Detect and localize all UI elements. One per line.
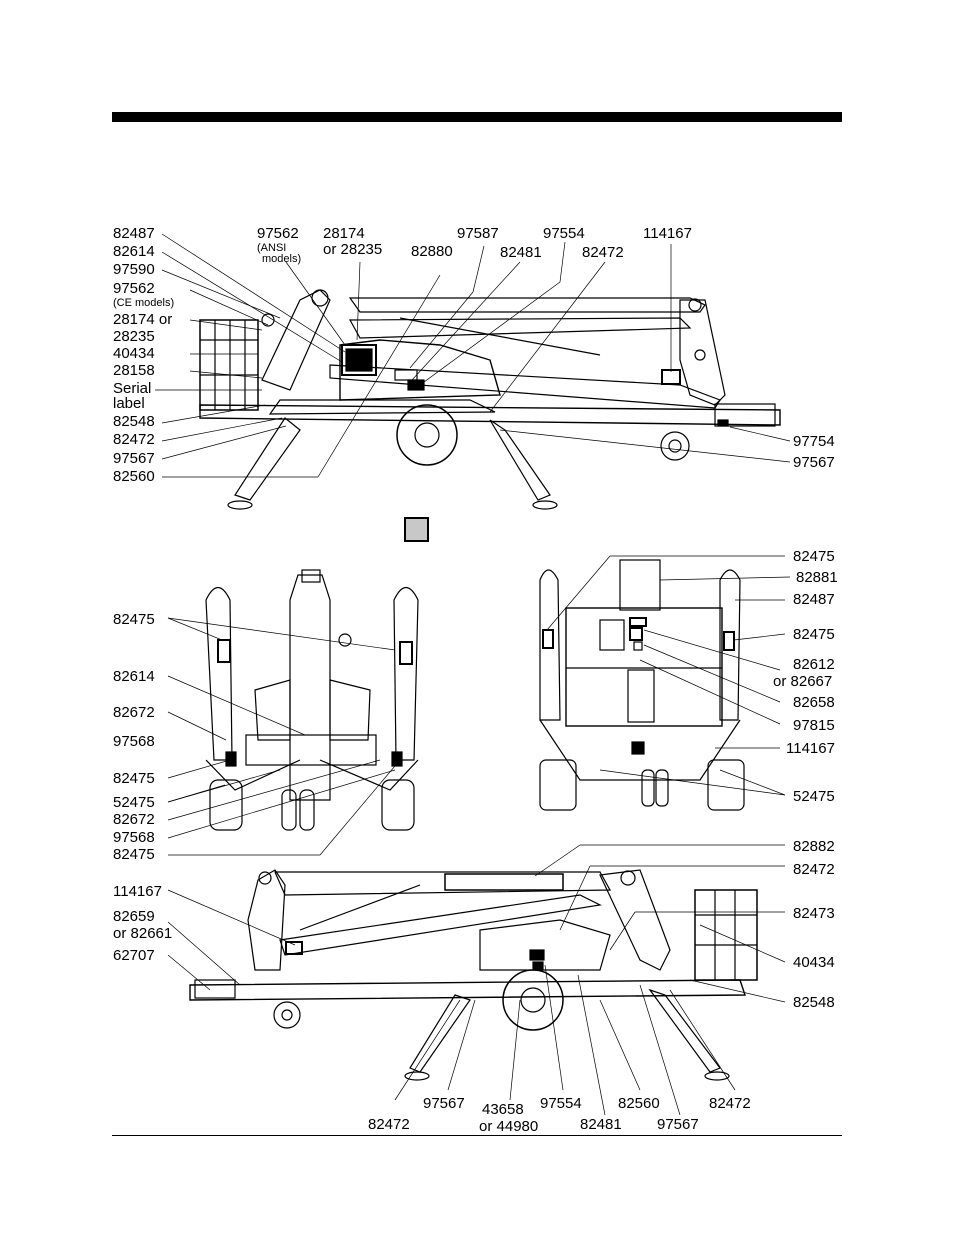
label-bl1: 114167 [113,883,162,900]
label-h3: 82880 [411,243,453,260]
label-h8: 114167 [643,225,692,242]
label-t3: 97590 [113,261,155,278]
label-m2: 82881 [796,569,838,586]
label-b3: 82473 [793,905,835,922]
label-t5b: 28235 [113,328,155,345]
label-t10: 82472 [113,431,155,448]
label-m3: 82487 [793,591,835,608]
label-h1: 97562 [257,225,299,242]
label-t11: 97567 [113,450,155,467]
label-m1: 82475 [793,548,835,565]
label-l2: 82614 [113,668,155,685]
front-view-right [539,555,791,811]
label-t12: 82560 [113,468,155,485]
label-l9: 82475 [113,846,155,863]
label-l1: 82475 [113,611,155,628]
label-t4-note: (CE models) [113,297,175,309]
label-t9: 82548 [113,413,155,430]
label-l7: 82672 [113,811,155,828]
side-view-top [155,233,791,510]
legend-key-box [404,517,429,542]
label-bb2: 97567 [423,1095,465,1112]
label-t2: 82614 [113,243,155,260]
label-bb7: 97567 [657,1116,699,1133]
label-t6: 40434 [113,345,155,362]
label-bb3: 43658 [482,1101,524,1118]
label-bb6: 82560 [618,1095,660,1112]
label-m5: 82612 [793,656,835,673]
label-b4: 40434 [793,954,835,971]
label-m8: 114167 [786,740,835,757]
label-l6: 52475 [113,794,155,811]
label-h2: 28174 [323,225,365,242]
label-bb3b: or 44980 [479,1118,539,1135]
label-bl2b: or 82661 [113,925,173,942]
label-b5: 82548 [793,994,835,1011]
label-h7: 82472 [582,244,624,261]
label-m6: 82658 [793,694,835,711]
label-bb4: 97554 [540,1095,582,1112]
label-h2b: or 28235 [323,241,383,258]
label-h5: 82481 [500,244,542,261]
label-l8: 97568 [113,829,155,846]
label-m5b: or 82667 [773,673,833,690]
label-t8b: label [113,395,145,412]
label-t7: 28158 [113,362,155,379]
label-b2: 82472 [793,861,835,878]
label-h6: 97554 [543,225,585,242]
label-l3: 82672 [113,704,155,721]
top-rule [112,112,842,122]
label-m7: 97815 [793,717,835,734]
label-l4: 97568 [113,733,155,750]
side-view-bottom [167,844,786,1116]
label-h1-note: (ANSI [257,242,287,254]
label-h1-note2: models) [262,253,302,265]
label-bl3: 62707 [113,947,155,964]
label-bb8: 82472 [709,1095,751,1112]
label-t4: 97562 [113,280,155,297]
label-t1: 82487 [113,225,155,242]
label-m9: 52475 [793,788,835,805]
label-t8: Serial [113,380,152,397]
label-m4: 82475 [793,626,835,643]
label-l5: 82475 [113,770,155,787]
bottom-rule [112,1135,842,1136]
front-view-left [167,569,419,856]
label-bb5: 82481 [580,1116,622,1133]
label-r2: 97567 [793,454,835,471]
label-b1: 82882 [793,838,835,855]
label-t5: 28174 or [113,311,173,328]
label-bl2: 82659 [113,908,155,925]
label-bb1: 82472 [368,1116,410,1133]
label-r1: 97754 [793,433,835,450]
label-h4: 97587 [457,225,499,242]
